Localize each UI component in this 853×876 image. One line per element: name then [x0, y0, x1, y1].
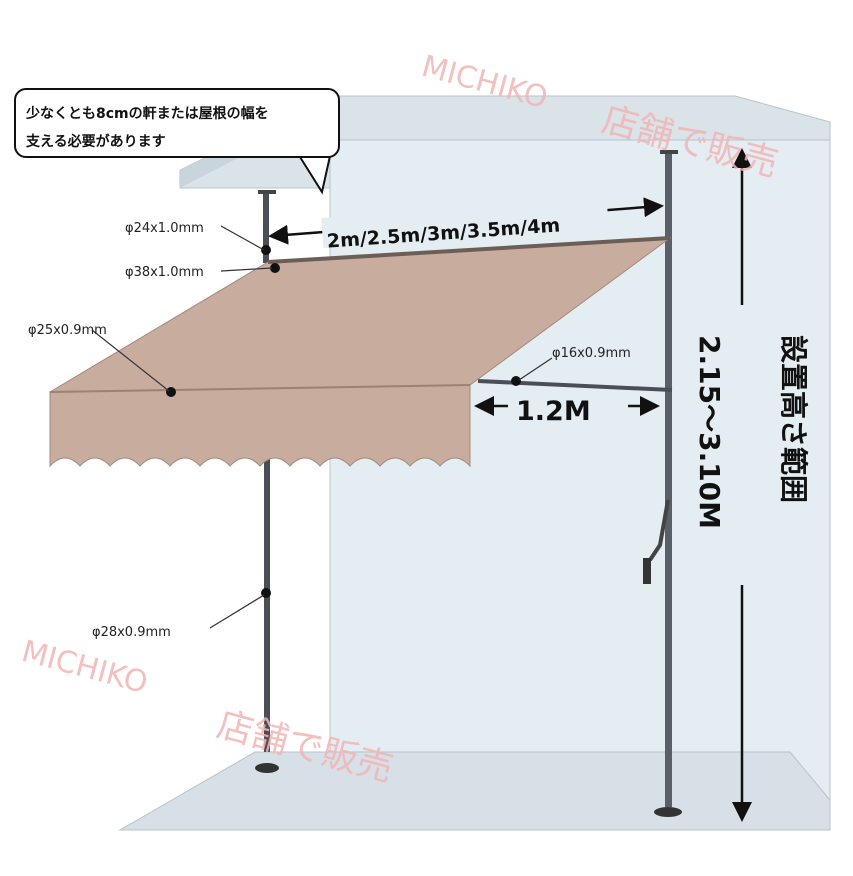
watermark-bottom-latin: MICHIKO — [18, 634, 151, 701]
label-phi25: φ25x0.9mm — [28, 323, 107, 338]
label-height-value: 2.15～3.10M — [693, 335, 726, 529]
label-phi16: φ16x0.9mm — [552, 346, 631, 361]
label-phi24: φ24x1.0mm — [125, 221, 204, 236]
label-phi28: φ28x0.9mm — [92, 625, 171, 640]
crank-handle — [648, 499, 670, 562]
installation-note: 少なくとも8cmの軒または屋根の幅を 支える必要があります — [14, 88, 340, 158]
front-pole-top — [263, 193, 269, 263]
label-depth: 1.2M — [516, 396, 591, 427]
label-phi38: φ38x1.0mm — [125, 265, 204, 280]
note-line-1: 少なくとも8cmの軒または屋根の幅を — [26, 106, 269, 122]
floor — [118, 751, 831, 831]
front-pole-foot — [255, 763, 279, 773]
note-tail — [299, 155, 331, 195]
awning-front-edge — [49, 384, 471, 393]
note-line-2: 支える必要があります — [26, 134, 166, 150]
rear-pole-foot — [654, 807, 682, 817]
label-height-title: 設置高さ範囲 — [777, 335, 810, 503]
rear-pole — [665, 152, 672, 807]
support-arm — [477, 379, 673, 392]
awning-canopy — [49, 237, 672, 468]
